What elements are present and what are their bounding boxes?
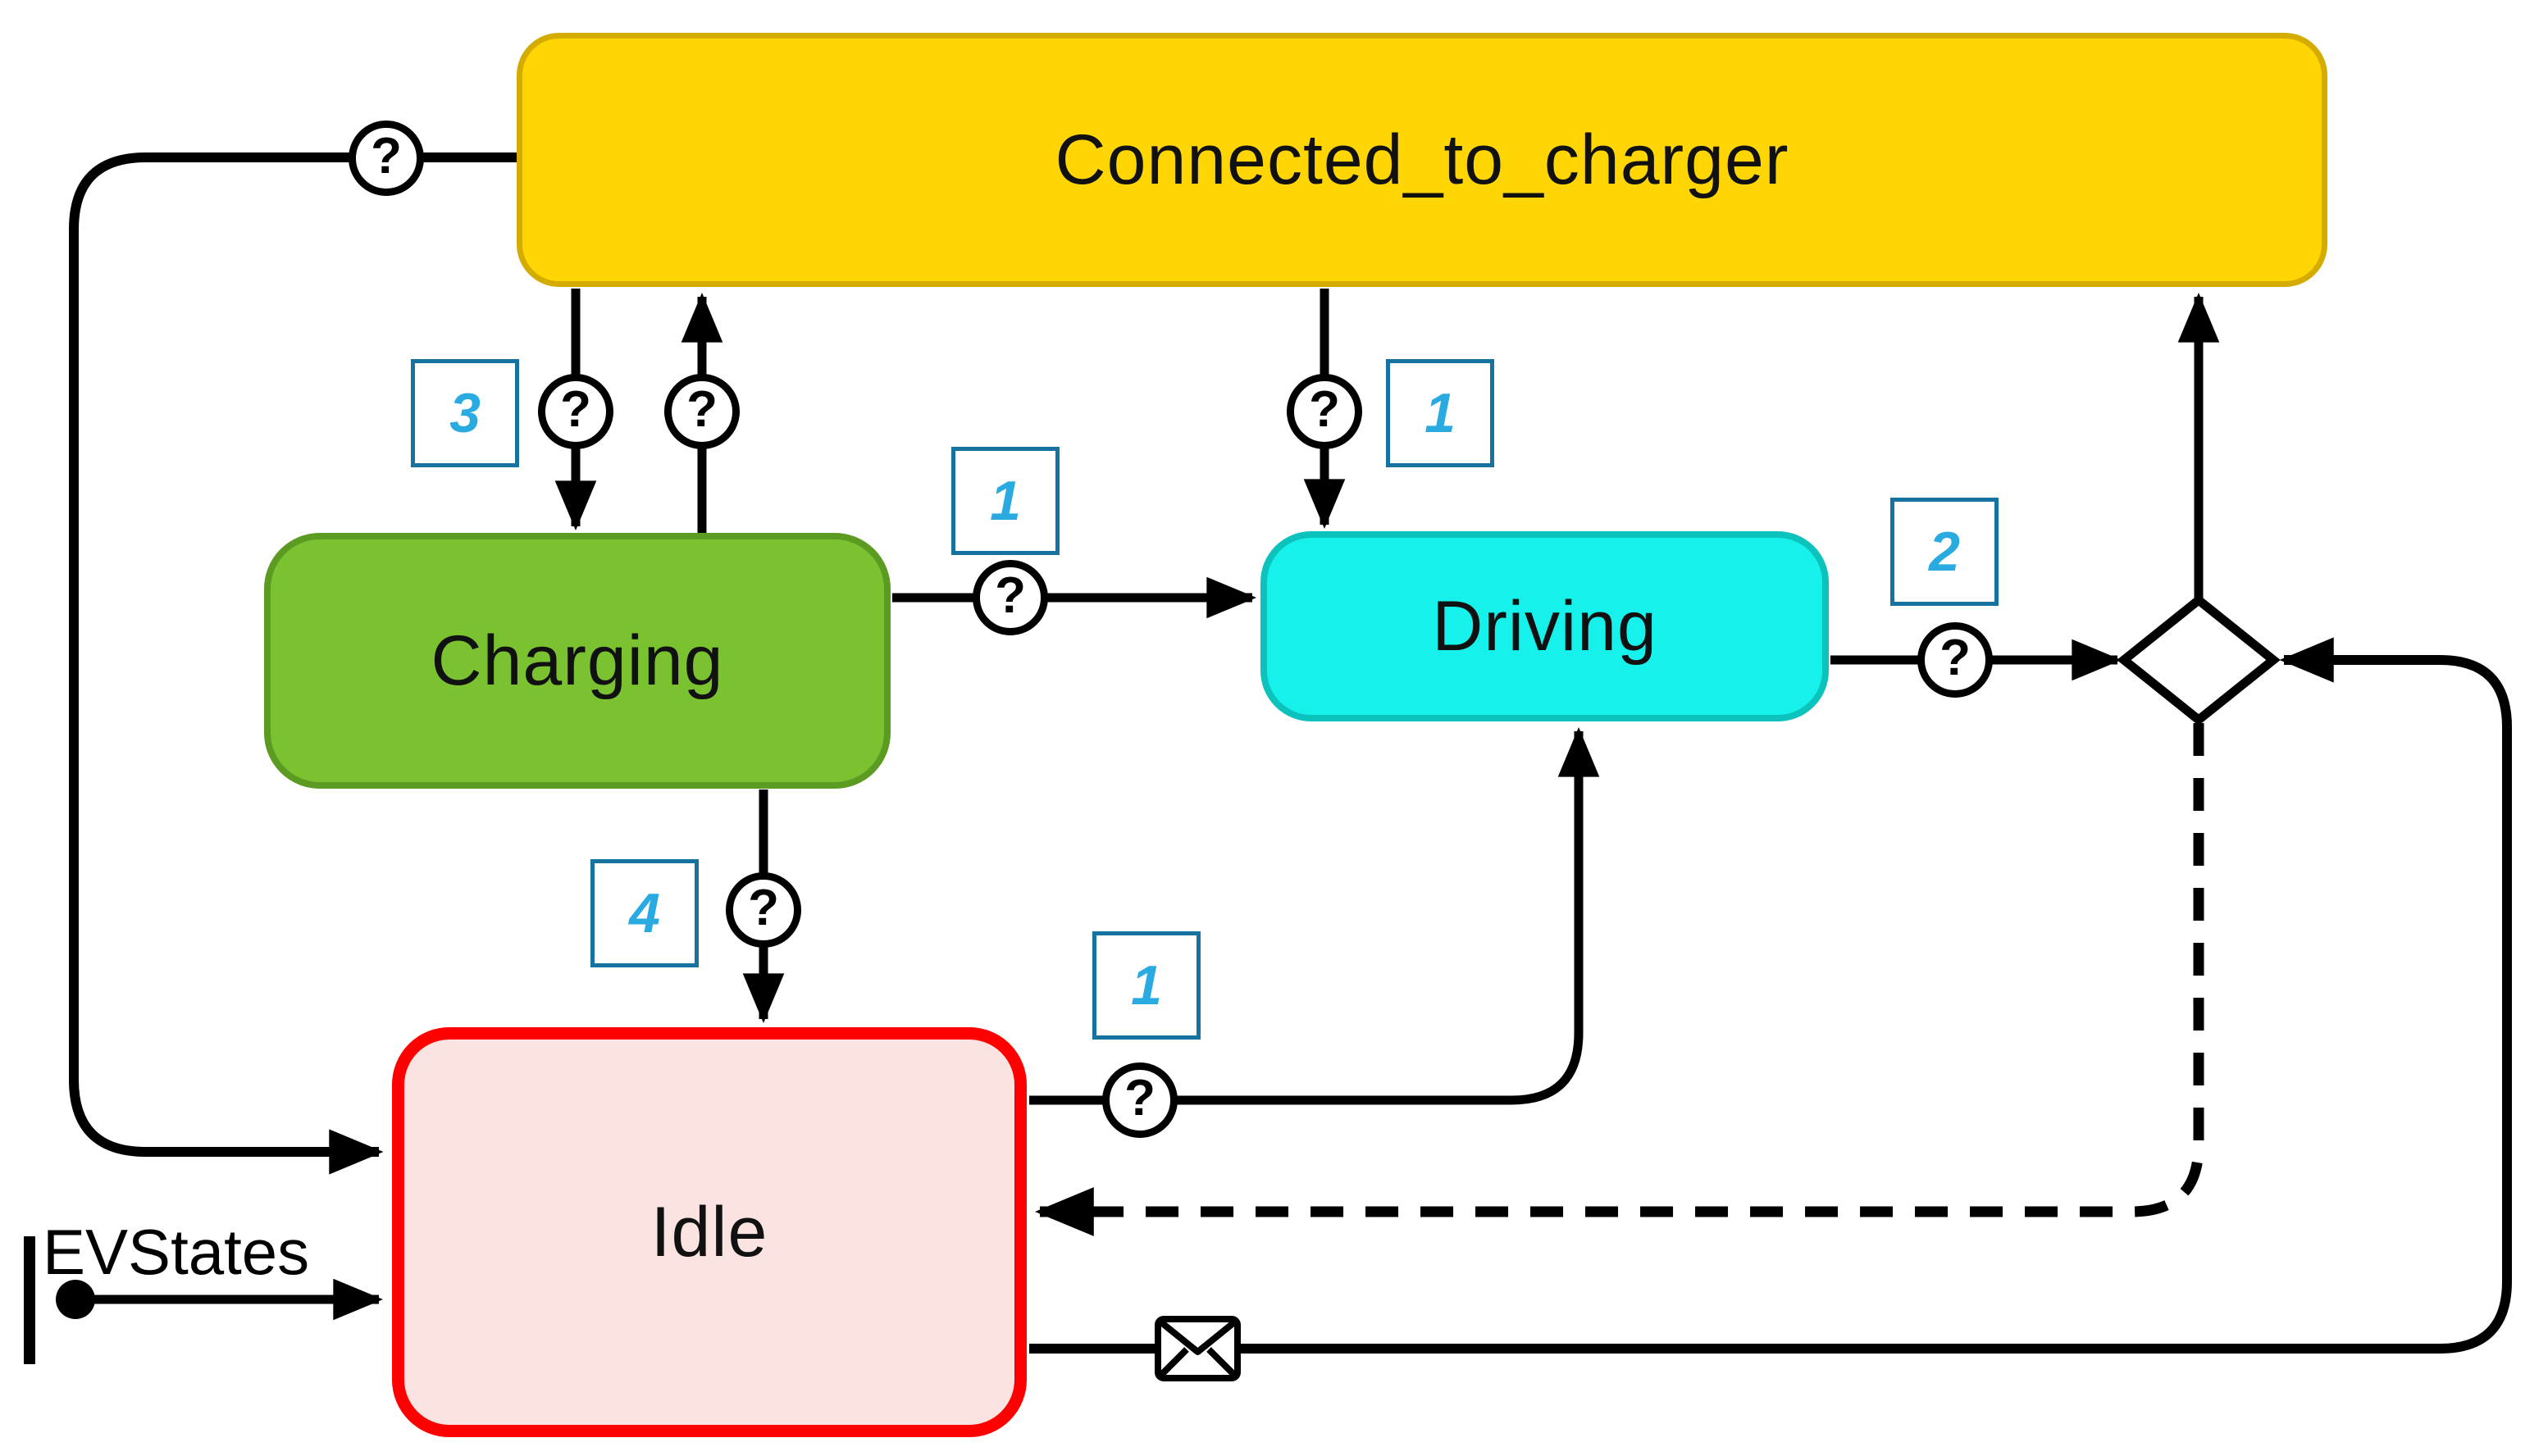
execution-order-badge-connected-to-charging: 3 <box>411 359 519 467</box>
state-driving[interactable]: Driving <box>1260 531 1829 721</box>
guard-question-icon-charging-to-idle[interactable]: ? <box>726 872 801 948</box>
message-envelope-icon[interactable] <box>1155 1316 1241 1381</box>
guard-question-icon-connected-to-driving[interactable]: ? <box>1287 374 1362 449</box>
state-label: Idle <box>650 1192 768 1272</box>
guard-question-icon-connected-to-idle[interactable]: ? <box>349 121 424 196</box>
state-charging[interactable]: Charging <box>264 533 891 789</box>
execution-order-badge-driving-to-junction: 2 <box>1890 498 1999 606</box>
execution-order-badge-connected-to-driving: 1 <box>1386 359 1494 467</box>
chart-name-label: EVStates <box>43 1216 310 1288</box>
guard-question-icon-charging-to-driving[interactable]: ? <box>973 560 1048 635</box>
state-label: Connected_to_charger <box>1055 120 1789 199</box>
guard-question-icon-idle-to-driving[interactable]: ? <box>1102 1062 1178 1138</box>
initial-state-dot[interactable] <box>56 1280 95 1319</box>
guard-question-icon-driving-to-junction[interactable]: ? <box>1917 622 1993 698</box>
state-label: Charging <box>431 621 724 700</box>
transition-junction-to-idle-dashed[interactable] <box>1035 723 2204 1236</box>
transition-idle-to-driving[interactable] <box>1029 726 1600 1105</box>
guard-question-icon-charging-to-connected[interactable]: ? <box>664 374 740 449</box>
junction-diamond[interactable] <box>2117 594 2281 726</box>
transition-connected-to-idle[interactable] <box>69 152 518 1175</box>
execution-order-badge-charging-to-idle: 4 <box>590 859 699 967</box>
state-connected-to-charger[interactable]: Connected_to_charger <box>517 33 2327 287</box>
guard-question-icon-connected-to-charging[interactable]: ? <box>538 374 613 449</box>
state-idle[interactable]: Idle <box>392 1027 1027 1437</box>
execution-order-badge-charging-to-driving: 1 <box>951 447 1060 555</box>
transition-idle-to-junction[interactable] <box>1029 637 2512 1354</box>
initial-state-bar <box>24 1236 35 1364</box>
execution-order-badge-idle-to-driving: 1 <box>1092 931 1201 1040</box>
state-label: Driving <box>1432 586 1657 666</box>
